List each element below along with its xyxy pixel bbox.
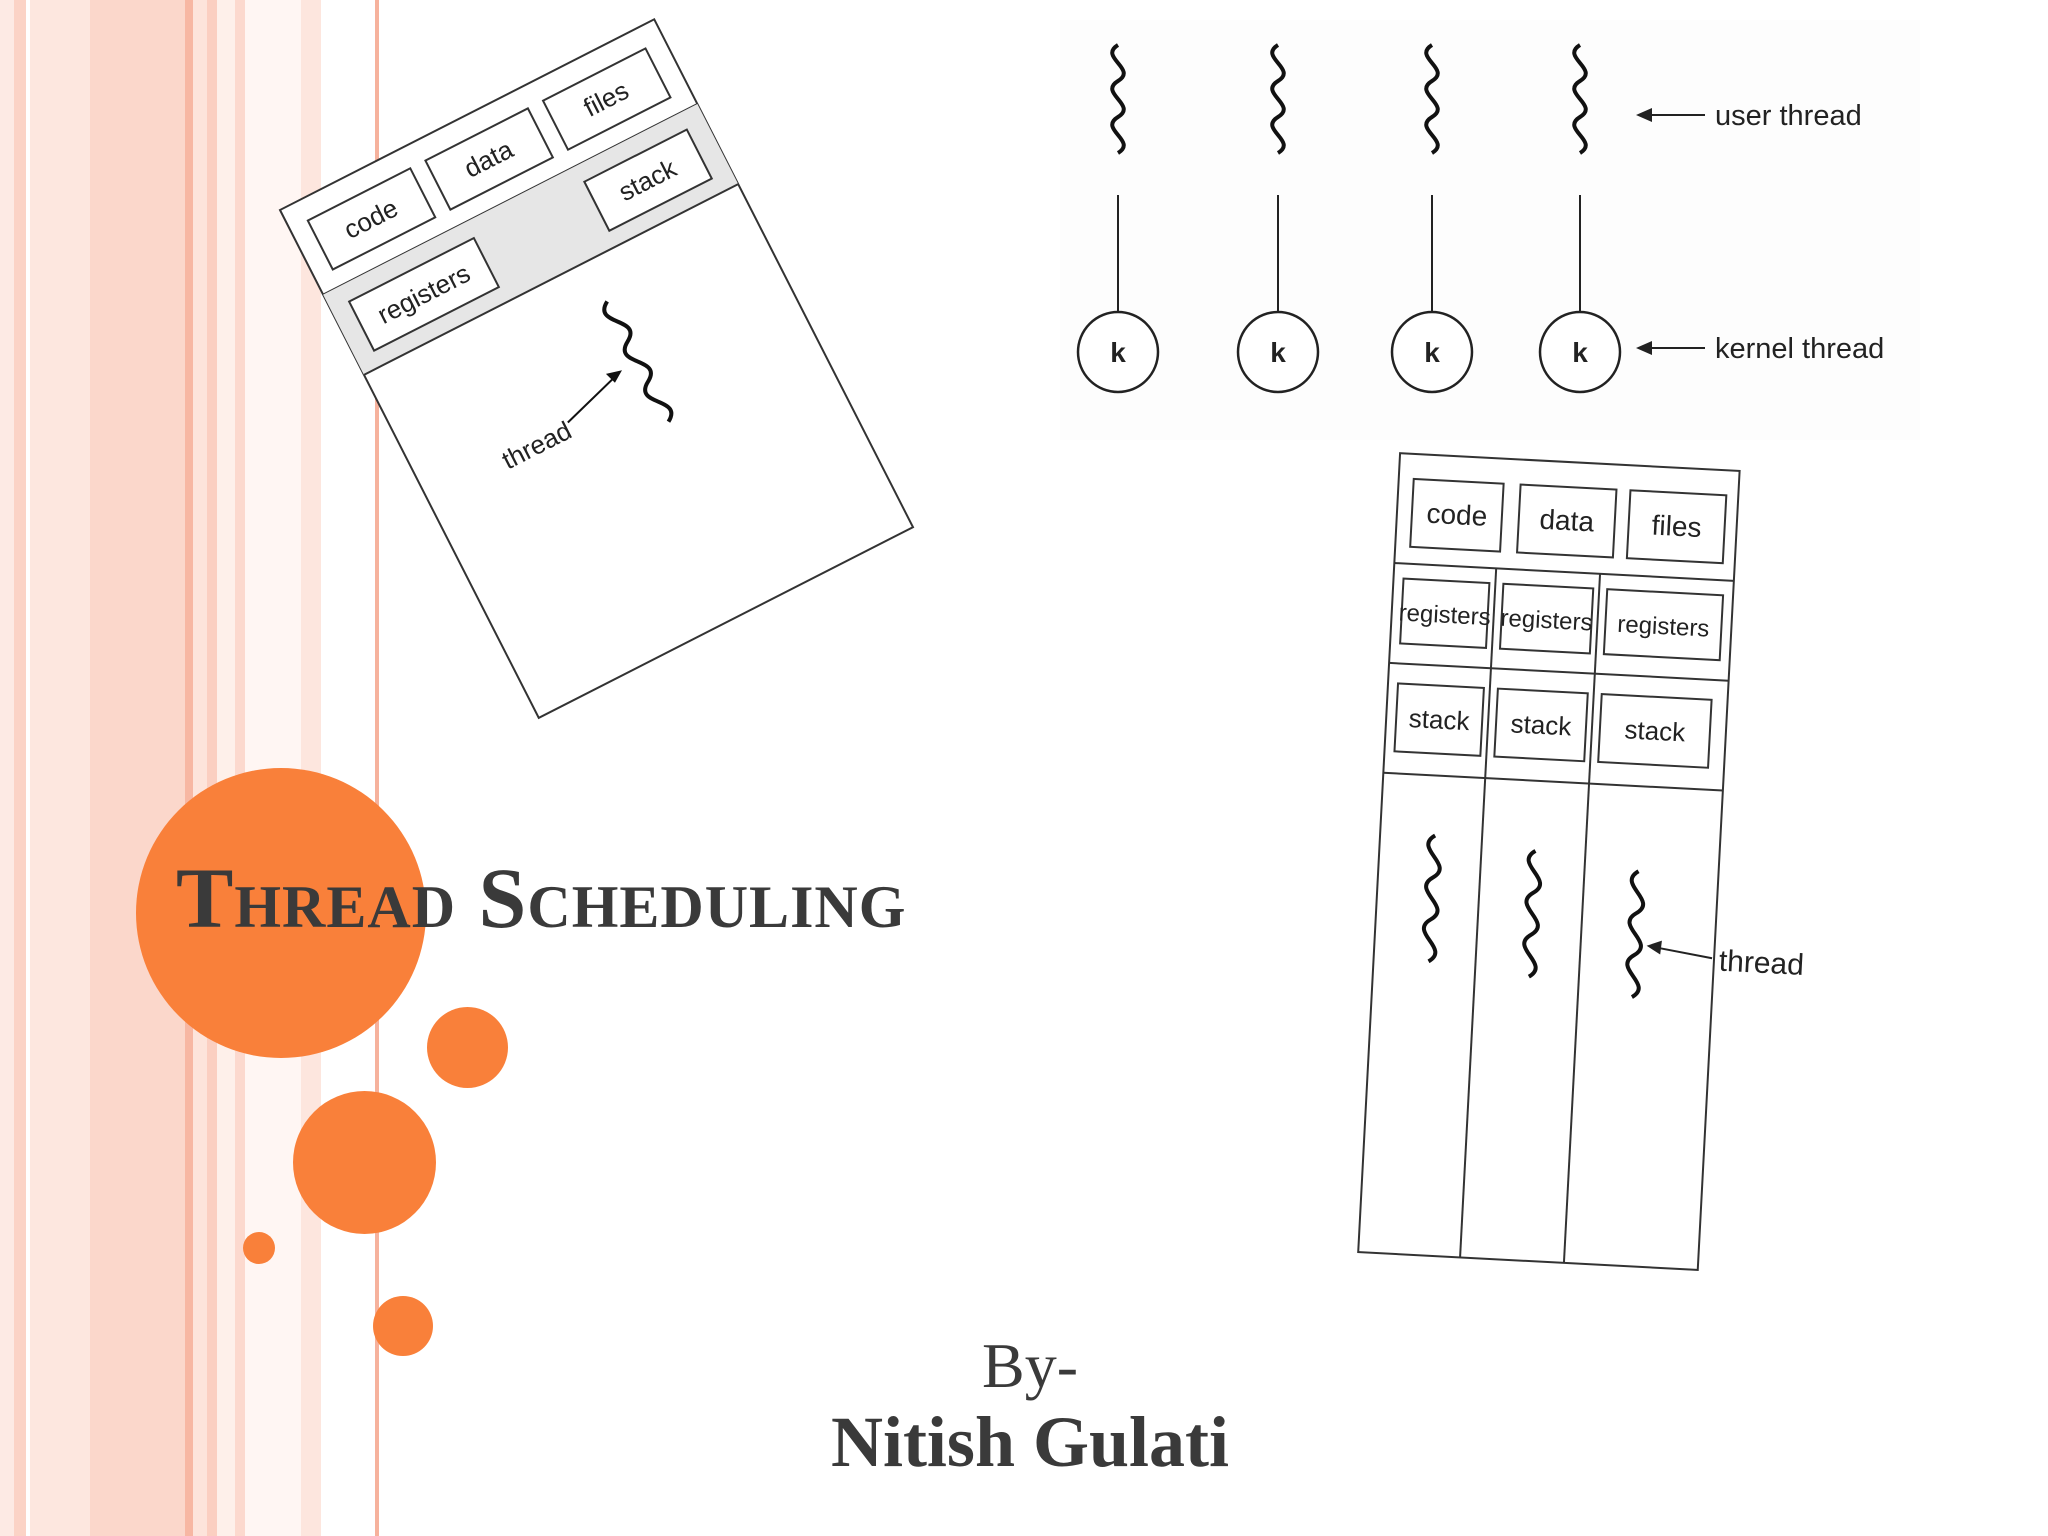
kernel-thread-label: kernel thread xyxy=(1715,333,1884,365)
thread-pair-3: k xyxy=(1390,43,1474,394)
user-thread-squiggle-icon xyxy=(1270,43,1286,155)
single-thread-process-diagram: code data files registers stack thread xyxy=(278,17,915,720)
thread2-stack: stack xyxy=(1510,708,1573,741)
shared-cell-files: files xyxy=(1651,509,1702,543)
thread-squiggle-icon xyxy=(602,300,674,423)
thread2-registers: registers xyxy=(1500,605,1593,637)
user-thread-squiggle-icon xyxy=(1110,43,1126,155)
thread-pair-4: k xyxy=(1538,43,1622,394)
user-thread-label: user thread xyxy=(1715,100,1862,132)
thread1-stack: stack xyxy=(1408,703,1471,736)
byline-block: By- Nitish Gulati xyxy=(780,1330,1280,1482)
user-thread-squiggle-icon xyxy=(1572,43,1588,155)
user-thread-squiggle-icon xyxy=(1424,43,1440,155)
thread2-squiggle-icon xyxy=(1522,849,1543,979)
one-to-one-thread-model: k k k k user thread kernel thread xyxy=(1060,20,1920,440)
decorative-circle-large xyxy=(136,768,426,1058)
decorative-circle-medium xyxy=(293,1091,436,1234)
decorative-circle-small-2 xyxy=(373,1296,433,1356)
decorative-stripes xyxy=(0,0,379,1536)
thread-pair-1: k xyxy=(1076,43,1160,394)
thread1-registers: registers xyxy=(1398,599,1491,631)
kernel-symbol: k xyxy=(1424,337,1440,368)
thread3-registers: registers xyxy=(1617,611,1710,643)
byline-prefix: By- xyxy=(982,1330,1078,1401)
author-name: Nitish Gulati xyxy=(830,1402,1230,1482)
kernel-symbol: k xyxy=(1270,337,1286,368)
slide-title: Thread Scheduling xyxy=(176,850,907,946)
thread3-stack: stack xyxy=(1624,714,1687,747)
thread3-squiggle-icon xyxy=(1625,869,1646,999)
shared-cell-code: code xyxy=(1426,498,1488,532)
thread-pair-2: k xyxy=(1236,43,1320,394)
decorative-circle-tiny xyxy=(243,1232,275,1264)
kernel-symbol: k xyxy=(1110,337,1126,368)
kernel-symbol: k xyxy=(1572,337,1588,368)
thread1-squiggle-icon xyxy=(1421,833,1442,964)
decorative-circle-small xyxy=(427,1007,508,1088)
multi-thread-process-diagram: code data files registers registers regi… xyxy=(1357,452,1805,1271)
shared-cell-data: data xyxy=(1539,504,1595,538)
thread-label: thread xyxy=(1718,945,1805,982)
